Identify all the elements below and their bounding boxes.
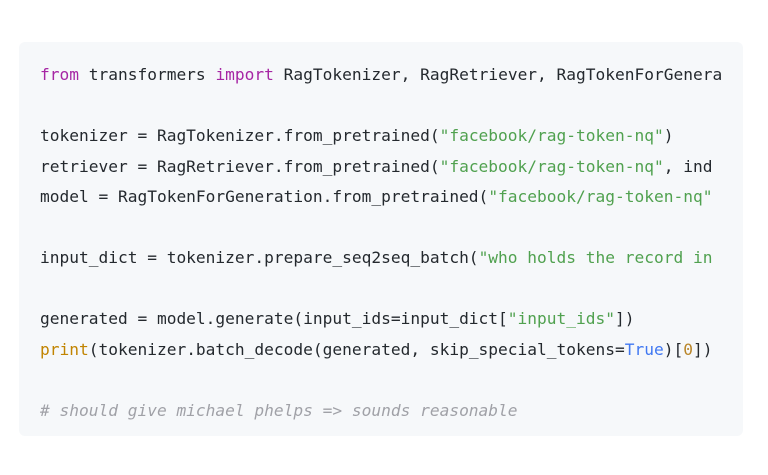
code-line-generated: generated = model.generate(input_ids=inp… [40,304,722,335]
code-text: model = RagTokenForGeneration.from_pretr… [40,187,489,206]
string-literal: "who holds the record in [478,248,713,267]
code-text: ) [663,126,674,145]
code-line-comment: # should give michael phelps => sounds r… [40,396,722,427]
code-line-import: from transformers import RagTokenizer, R… [40,60,722,91]
code-line-print: print(tokenizer.batch_decode(generated, … [40,335,722,366]
code-line-model: model = RagTokenForGeneration.from_pretr… [40,182,722,213]
string-literal: "input_ids" [507,309,615,328]
code-text: input_dict = tokenizer.prepare_seq2seq_b… [40,248,479,267]
code-line-blank [40,213,722,244]
constant: True [624,339,664,359]
code-text: retriever = RagRetriever.from_pretrained… [40,156,440,176]
code-text: tokenizer = RagTokenizer.from_pretrained… [40,126,440,145]
string-literal: "facebook/rag-token-nq" [488,187,713,206]
code-text: )[ [663,339,684,359]
code-line-retriever: retriever = RagRetriever.from_pretrained… [40,152,722,183]
builtin-function: print [40,339,89,359]
code-block: from transformers import RagTokenizer, R… [19,42,743,436]
code-comment: # should give michael phelps => sounds r… [40,400,518,420]
code-line-blank [40,91,722,122]
code-line-input-dict: input_dict = tokenizer.prepare_seq2seq_b… [40,243,722,274]
code-text: generated = model.generate(input_ids=inp… [40,309,508,328]
string-literal: "facebook/rag-token-nq" [439,126,664,145]
code-line-tokenizer: tokenizer = RagTokenizer.from_pretrained… [40,121,722,152]
code-content: from transformers import RagTokenizer, R… [40,60,722,426]
code-line-blank [40,274,722,305]
string-literal: "facebook/rag-token-nq" [439,156,664,176]
code-text: ]) [692,339,713,359]
code-line-blank [40,365,722,396]
code-text: RagTokenizer, RagRetriever, RagTokenForG… [273,65,723,84]
code-text: transformers [78,65,216,84]
number-literal: 0 [683,339,693,359]
keyword: from [40,65,79,84]
code-text: , ind [663,156,713,176]
code-text: ]) [615,309,635,328]
keyword: import [215,65,274,84]
code-text: (tokenizer.batch_decode(generated, skip_… [88,339,625,359]
